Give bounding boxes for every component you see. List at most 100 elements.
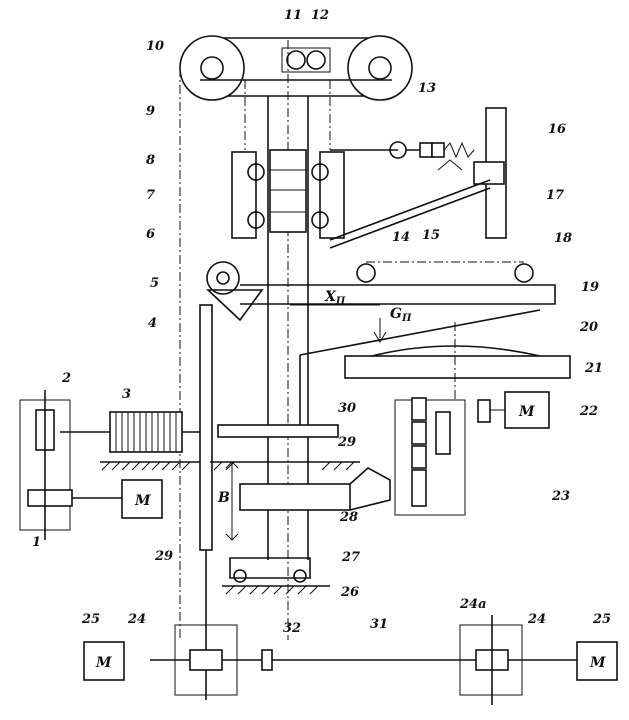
coupling-32	[261, 649, 273, 671]
spring-block-b	[431, 142, 445, 158]
gear-c	[411, 445, 427, 469]
motor-22-label: M	[518, 404, 535, 420]
label-21: 21	[584, 361, 603, 376]
label-7: 7	[146, 188, 155, 203]
arm-bracket	[205, 289, 264, 322]
ground-hatch-mid	[213, 461, 355, 471]
pulley-18-right	[514, 263, 534, 283]
table-assembly	[344, 322, 571, 400]
lever-15-lower	[329, 187, 491, 249]
motor-22-box	[504, 391, 550, 429]
symbol-xp: XП	[324, 289, 346, 307]
base-roller-left	[233, 569, 247, 583]
pivot-mark	[437, 159, 463, 171]
roller-14-top	[311, 163, 329, 181]
pulley-5	[206, 261, 240, 295]
label-29-bottom: 29	[154, 549, 173, 564]
motor-25-left-label: M	[95, 655, 112, 671]
label-24-right: 24	[527, 612, 546, 627]
lower-body	[199, 304, 391, 700]
spring-block-a	[419, 142, 433, 158]
arc-support	[371, 345, 541, 357]
carriage-left-plate	[231, 151, 257, 239]
label-22: 22	[579, 404, 598, 419]
roller-8-top	[247, 163, 265, 181]
label-2: 2	[61, 371, 71, 386]
ground-hatch-left	[101, 461, 191, 471]
label-19: 19	[581, 280, 599, 295]
top-pulley-system	[179, 35, 413, 640]
pulley-18-left	[356, 263, 376, 283]
label-20: 20	[579, 320, 598, 335]
gear-a	[411, 397, 427, 421]
label-12: 12	[311, 8, 329, 23]
spring-coil	[443, 141, 475, 159]
table-21	[344, 355, 571, 379]
top-pulley-left-hub	[200, 56, 224, 80]
label-27: 27	[341, 550, 360, 565]
label-3: 3	[122, 387, 131, 402]
label-28: 28	[339, 510, 358, 525]
symbol-b: B	[217, 490, 230, 506]
top-pulley-right	[347, 35, 413, 101]
label-29-top: 29	[337, 435, 356, 450]
label-30: 30	[338, 401, 356, 416]
label-26: 26	[340, 585, 359, 600]
label-15: 15	[422, 228, 440, 243]
label-16: 16	[548, 122, 566, 137]
label-25-right: 25	[592, 612, 611, 627]
ground-hatch-bottom	[225, 585, 319, 595]
label-17: 17	[546, 188, 564, 203]
gearbox-frame-23	[394, 399, 466, 516]
plate-30	[217, 424, 339, 438]
base-26	[229, 557, 311, 579]
motor-25-right-label: M	[589, 655, 606, 671]
cam-28	[349, 467, 391, 511]
symbol-gp: GП	[390, 306, 412, 324]
labels: 1 2 3 4 5 6 7 8 9 10 11 12 13 14 15 16 1…	[32, 8, 611, 671]
base-roller-right	[293, 569, 307, 583]
top-pulley-left	[179, 35, 245, 101]
gearbox	[394, 391, 550, 516]
carriage-right-plate	[319, 151, 345, 239]
label-13: 13	[418, 81, 436, 96]
label-11: 11	[284, 8, 302, 23]
bottom-drive	[83, 615, 618, 705]
label-8: 8	[146, 153, 155, 168]
horizontal-arm	[205, 261, 556, 432]
label-5: 5	[150, 276, 159, 291]
label-6: 6	[146, 227, 155, 242]
drum-windings	[115, 412, 177, 452]
gp-arrow	[373, 318, 387, 343]
motor-25-right-box	[576, 641, 618, 681]
bevel-gear-lower	[27, 489, 73, 507]
latch-16	[473, 161, 505, 185]
arm-20	[299, 309, 541, 356]
label-14: 14	[392, 230, 410, 245]
roller-8-bottom	[247, 211, 265, 229]
gearbox-24-right	[459, 624, 523, 696]
vertical-column	[267, 40, 309, 640]
gearbox-24-left	[174, 624, 238, 696]
roller-14-bottom	[311, 211, 329, 229]
idler-pulley-11	[286, 50, 306, 70]
clutch-22	[477, 399, 491, 423]
gear-b	[411, 421, 427, 445]
right-linkage	[329, 107, 507, 249]
gear-e	[435, 411, 451, 455]
beam-19	[240, 284, 556, 305]
label-25-left: 25	[81, 612, 100, 627]
motor-1-box	[121, 479, 163, 519]
idler-bracket	[281, 47, 331, 73]
label-31: 31	[370, 617, 388, 632]
lever-15-upper	[329, 179, 491, 241]
idler-pulley-12	[306, 50, 326, 70]
label-9: 9	[146, 104, 155, 119]
carriage-28	[239, 483, 351, 511]
label-1: 1	[32, 535, 41, 550]
pulley-5-hub	[216, 271, 230, 285]
top-pulley-right-hub	[368, 56, 392, 80]
slider-divisions	[270, 169, 306, 213]
slider-block-9	[269, 149, 307, 233]
